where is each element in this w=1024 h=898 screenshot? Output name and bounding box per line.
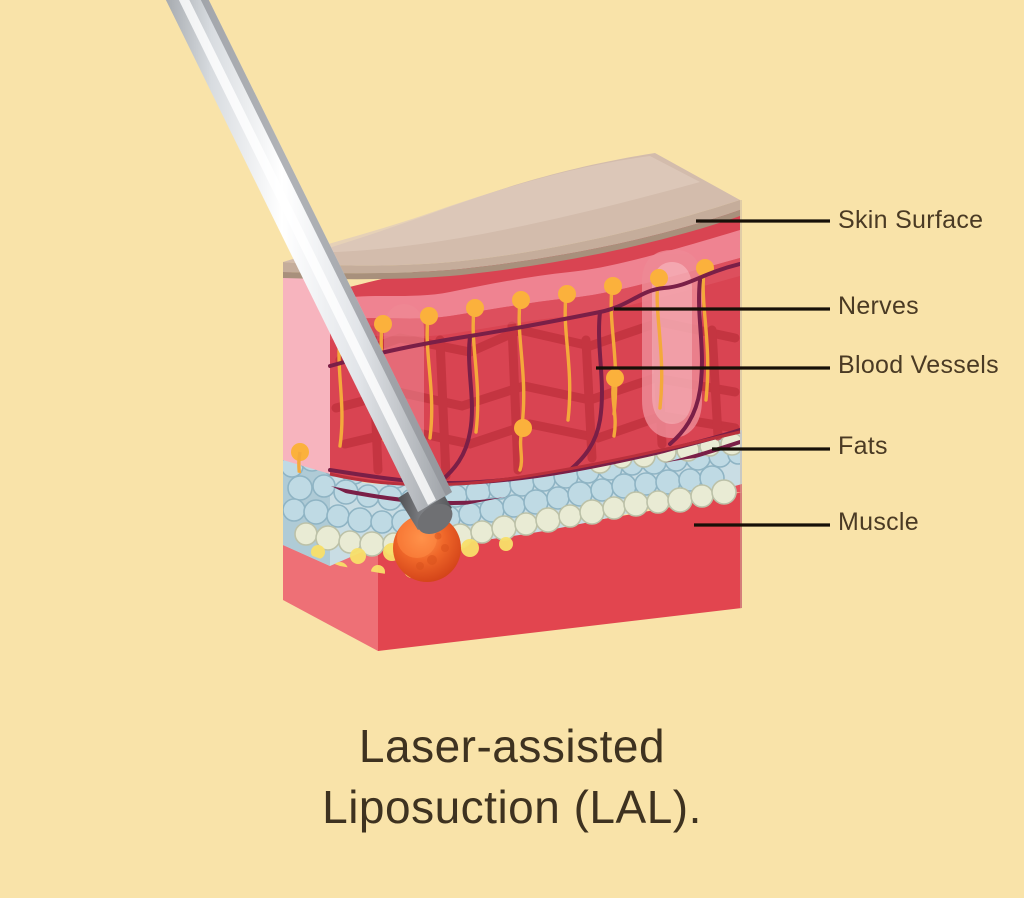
label-nerves: Nerves: [838, 292, 919, 320]
leader-lines: [596, 219, 830, 527]
caption-line-2: Liposuction (LAL).: [322, 781, 702, 834]
laser-cannula[interactable]: [159, 0, 461, 582]
label-fats: Fats: [838, 432, 888, 460]
label-blood-vessels: Blood Vessels: [838, 351, 999, 379]
caption: Laser-assisted Liposuction (LAL).: [0, 716, 1024, 838]
label-skin-surface: Skin Surface: [838, 206, 984, 234]
caption-line-1: Laser-assisted: [358, 720, 666, 772]
label-muscle: Muscle: [838, 508, 919, 536]
